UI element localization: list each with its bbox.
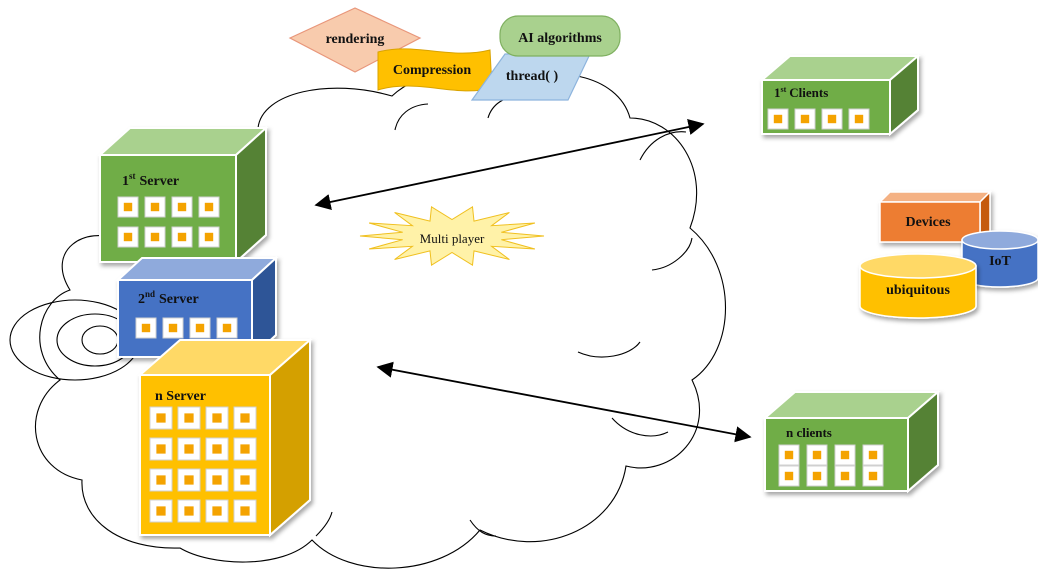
port-led xyxy=(204,202,214,212)
thread-shape: thread( ) xyxy=(470,53,591,101)
iot-cylinder xyxy=(961,230,1038,288)
port-led xyxy=(212,444,222,454)
rendering-shape: rendering xyxy=(288,7,422,73)
port-led xyxy=(222,323,232,333)
port-led xyxy=(156,444,166,454)
cloud-ellipse-inner xyxy=(81,325,119,355)
port-led xyxy=(184,444,194,454)
ai-algorithms-label: AI algorithms xyxy=(518,31,602,46)
multiplayer-label: Multi player xyxy=(420,231,485,246)
port-led xyxy=(184,413,194,423)
port-led xyxy=(812,450,822,460)
port-led xyxy=(212,413,222,423)
port-led xyxy=(141,323,151,333)
cloud-inner-arc xyxy=(469,519,497,537)
port-led xyxy=(212,506,222,516)
port-led xyxy=(156,475,166,485)
server-n-label: n Server xyxy=(155,389,206,404)
port-led xyxy=(184,506,194,516)
iot-label: IoT xyxy=(989,254,1011,269)
clients-1-ports xyxy=(767,108,870,130)
port-led xyxy=(195,323,205,333)
server-1-ports xyxy=(117,196,220,248)
port-led xyxy=(840,471,850,481)
server-n-ports xyxy=(149,406,257,523)
clients-n-ports xyxy=(778,444,884,487)
port-led xyxy=(184,475,194,485)
port-led xyxy=(168,323,178,333)
port-led xyxy=(150,232,160,242)
multiplayer-burst: Multi player xyxy=(359,205,545,267)
port-led xyxy=(156,413,166,423)
thread-label: thread( ) xyxy=(506,69,559,84)
port-led xyxy=(827,114,837,124)
port-led xyxy=(773,114,783,124)
port-led xyxy=(240,413,250,423)
port-led xyxy=(784,471,794,481)
port-led xyxy=(123,232,133,242)
arrow-server-nclients xyxy=(376,361,752,443)
port-led xyxy=(123,202,133,212)
port-led xyxy=(868,471,878,481)
port-led xyxy=(784,450,794,460)
port-led xyxy=(840,450,850,460)
cloud xyxy=(9,72,726,569)
port-led xyxy=(240,475,250,485)
port-led xyxy=(800,114,810,124)
port-led xyxy=(240,506,250,516)
cloud-inner-arc xyxy=(577,341,641,358)
compression-shape: Compression xyxy=(377,48,493,92)
clients-n-label: n clients xyxy=(786,425,832,440)
devices-box xyxy=(878,190,992,244)
cloud-inner-arc xyxy=(394,103,429,131)
rendering-label: rendering xyxy=(326,32,385,47)
ubiquitous-cylinder xyxy=(859,253,977,319)
port-led xyxy=(854,114,864,124)
port-led xyxy=(204,232,214,242)
port-led xyxy=(177,202,187,212)
connections xyxy=(314,119,752,443)
compression-label: Compression xyxy=(393,63,472,78)
cloud-inner-arc xyxy=(315,511,333,537)
port-led xyxy=(240,444,250,454)
port-led xyxy=(868,450,878,460)
ubiquitous-label: ubiquitous xyxy=(886,283,950,298)
cloud-inner-arc xyxy=(651,237,693,271)
server-2-ports xyxy=(135,317,238,339)
port-led xyxy=(812,471,822,481)
port-led xyxy=(156,506,166,516)
port-led xyxy=(150,202,160,212)
port-led xyxy=(212,475,222,485)
port-led xyxy=(177,232,187,242)
devices-label: Devices xyxy=(905,215,951,230)
cloud-outline xyxy=(35,72,726,569)
arrow-server1-clients1 xyxy=(314,119,705,210)
ai-algorithms-shape: AI algorithms xyxy=(499,15,621,57)
